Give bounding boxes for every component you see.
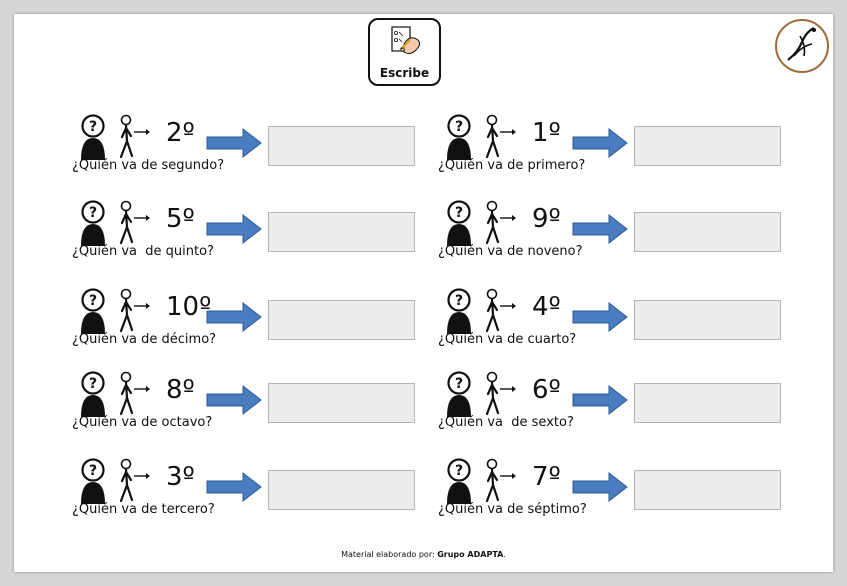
answer-box[interactable] — [268, 470, 415, 510]
svg-text:?: ? — [455, 463, 463, 479]
question-person-icon: ? — [444, 200, 474, 252]
ordinal-number: 10º — [166, 292, 212, 322]
question-person-icon: ? — [78, 371, 108, 423]
question-text: ¿Quién va de tercero? — [72, 502, 215, 517]
right-arrow-icon — [206, 384, 262, 419]
exercise-item: ? 7º ¿Quién va de séptimo? — [438, 458, 804, 520]
svg-text:?: ? — [89, 463, 97, 479]
svg-text:?: ? — [455, 205, 463, 221]
footer-suffix: . — [503, 550, 506, 559]
walking-person-icon — [116, 114, 152, 164]
question-text: ¿Quién va de décimo? — [72, 332, 217, 347]
exercise-item: ? 1º ¿Quién va de primero? — [438, 114, 804, 176]
answer-box[interactable] — [268, 126, 415, 166]
walking-person-icon — [482, 200, 518, 250]
question-text: ¿Quién va de octavo? — [72, 415, 213, 430]
answer-box[interactable] — [634, 126, 781, 166]
answer-box[interactable] — [634, 383, 781, 423]
answer-box[interactable] — [634, 212, 781, 252]
footer-group: Grupo ADAPTA — [437, 550, 504, 559]
right-arrow-icon — [206, 127, 262, 162]
right-arrow-icon — [206, 471, 262, 506]
question-text: ¿Quién va de segundo? — [72, 158, 225, 173]
svg-text:?: ? — [455, 376, 463, 392]
ordinal-number: 7º — [532, 462, 561, 492]
right-arrow-icon — [206, 301, 262, 336]
right-arrow-icon — [572, 213, 628, 248]
ordinal-number: 5º — [166, 204, 195, 234]
question-text: ¿Quién va de séptimo? — [438, 502, 587, 517]
footer-prefix: Material elaborado por: — [341, 550, 438, 559]
svg-text:?: ? — [89, 293, 97, 309]
ordinal-number: 4º — [532, 292, 561, 322]
right-arrow-icon — [572, 471, 628, 506]
svg-text:?: ? — [89, 119, 97, 135]
question-person-icon: ? — [78, 114, 108, 166]
question-text: ¿Quién va de noveno? — [438, 244, 583, 259]
question-text: ¿Quién va de quinto? — [72, 244, 214, 259]
question-person-icon: ? — [444, 288, 474, 340]
svg-text:?: ? — [455, 119, 463, 135]
exercise-item: ? 9º ¿Quién va de noveno? — [438, 200, 804, 262]
ordinal-number: 8º — [166, 375, 195, 405]
answer-box[interactable] — [634, 470, 781, 510]
writing-hand-icon — [391, 26, 421, 55]
question-person-icon: ? — [444, 114, 474, 166]
question-person-icon: ? — [78, 200, 108, 252]
ordinal-number: 3º — [166, 462, 195, 492]
question-text: ¿Quién va de cuarto? — [438, 332, 577, 347]
exercise-item: ? 4º ¿Quién va de cuarto? — [438, 288, 804, 350]
question-person-icon: ? — [444, 458, 474, 510]
answer-box[interactable] — [634, 300, 781, 340]
walking-person-icon — [116, 200, 152, 250]
svg-text:?: ? — [89, 205, 97, 221]
right-arrow-icon — [572, 127, 628, 162]
exercise-item: ? 5º ¿Quién va de quinto? — [72, 200, 438, 262]
walking-person-icon — [482, 288, 518, 338]
right-arrow-icon — [206, 213, 262, 248]
ordinal-number: 9º — [532, 204, 561, 234]
answer-box[interactable] — [268, 300, 415, 340]
question-person-icon: ? — [78, 458, 108, 510]
exercise-item: ? 6º ¿Quién va de sexto? — [438, 371, 804, 433]
exercise-item: ? 2º ¿Quién va de segundo? — [72, 114, 438, 176]
ordinal-number: 6º — [532, 375, 561, 405]
exercise-item: ? 3º ¿Quién va de tercero? — [72, 458, 438, 520]
ordinal-number: 1º — [532, 118, 561, 148]
walking-person-icon — [482, 458, 518, 508]
grupo-adapta-logo — [775, 19, 829, 73]
walking-person-icon — [116, 371, 152, 421]
question-text: ¿Quién va de sexto? — [438, 415, 574, 430]
answer-box[interactable] — [268, 383, 415, 423]
answer-box[interactable] — [268, 212, 415, 252]
question-person-icon: ? — [444, 371, 474, 423]
exercise-item: ? 10º ¿Quién va de décimo? — [72, 288, 438, 350]
footer-credit: Material elaborado por: Grupo ADAPTA. — [14, 550, 833, 559]
walking-person-icon — [482, 371, 518, 421]
walking-person-icon — [116, 458, 152, 508]
walking-person-icon — [482, 114, 518, 164]
right-arrow-icon — [572, 384, 628, 419]
right-arrow-icon — [572, 301, 628, 336]
question-text: ¿Quién va de primero? — [438, 158, 586, 173]
worksheet-page: Escribe ? 2º ¿Quién va de segundo?? 1º ¿Quié… — [14, 14, 833, 572]
write-label: Escribe — [379, 66, 430, 80]
walking-person-icon — [116, 288, 152, 338]
exercise-item: ? 8º ¿Quién va de octavo? — [72, 371, 438, 433]
write-pictogram-badge: Escribe — [368, 18, 441, 86]
svg-text:?: ? — [455, 293, 463, 309]
ordinal-number: 2º — [166, 118, 195, 148]
svg-text:?: ? — [89, 376, 97, 392]
question-person-icon: ? — [78, 288, 108, 340]
